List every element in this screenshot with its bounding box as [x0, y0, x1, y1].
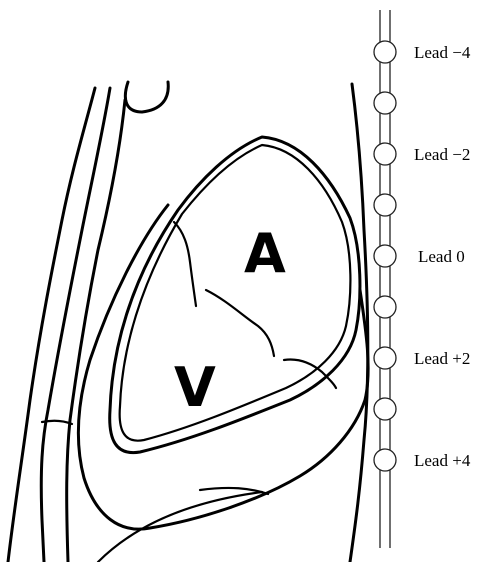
electrode	[374, 398, 396, 420]
vessel-top-lobe	[125, 82, 168, 112]
atrium-label: A	[244, 222, 286, 285]
electrode	[374, 449, 396, 471]
ventricle-label: V	[174, 356, 216, 419]
lead-label-minus-4: Lead −4	[414, 43, 471, 62]
electrode	[374, 245, 396, 267]
lead-label-plus-2: Lead +2	[414, 349, 470, 368]
electrode	[374, 194, 396, 216]
septum-vertical	[174, 222, 196, 306]
septum-diagonal	[206, 290, 274, 356]
lead-label-minus-2: Lead −2	[414, 145, 470, 164]
electrode	[374, 92, 396, 114]
heart-outline-inner	[120, 145, 351, 441]
electrode	[374, 347, 396, 369]
lead-label-plus-4: Lead +4	[414, 451, 471, 470]
lead-label-0: Lead 0	[418, 247, 465, 266]
vessel-wall-outer	[8, 88, 95, 562]
electrode	[374, 41, 396, 63]
outer-contour	[78, 205, 368, 529]
electrode	[374, 296, 396, 318]
electrode	[374, 143, 396, 165]
